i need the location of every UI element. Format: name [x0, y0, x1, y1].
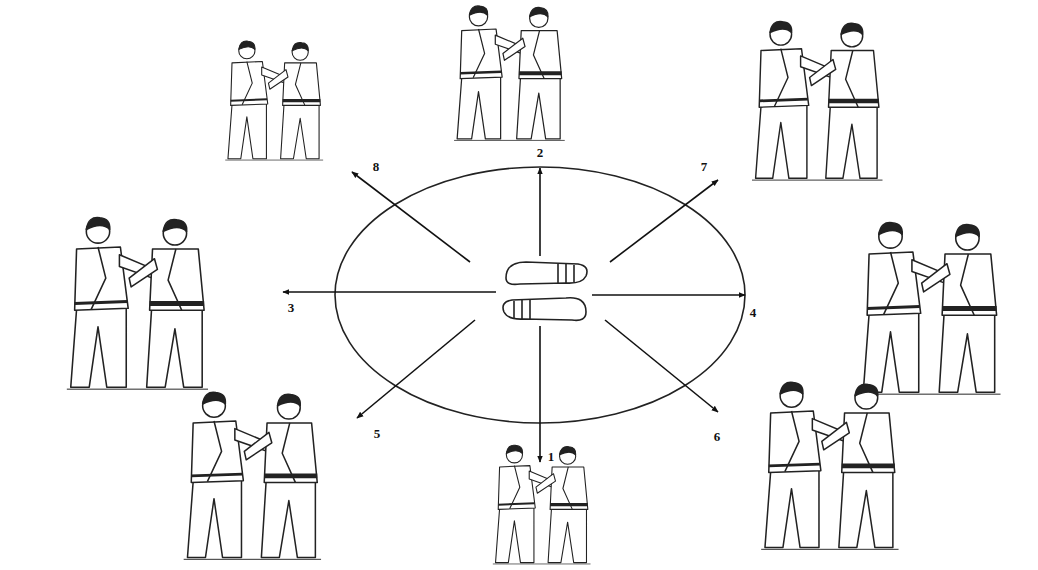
- hands-symbol: [503, 262, 587, 320]
- judoka-pair: [493, 445, 591, 564]
- judoka-pair: [67, 218, 208, 390]
- judoka-pair: [225, 41, 323, 160]
- judoka-pair: [761, 382, 898, 549]
- callout-number: 3: [287, 301, 296, 314]
- callout-number: 8: [372, 160, 381, 173]
- callout-number: 6: [713, 430, 722, 443]
- callout-number: 5: [373, 427, 382, 440]
- callout-number: 4: [749, 306, 758, 319]
- judoka-pair: [752, 21, 883, 180]
- judoka-pair: [184, 392, 321, 559]
- callout-number: 7: [700, 160, 709, 173]
- callout-number: 2: [536, 146, 545, 159]
- judoka-pair: [454, 6, 565, 141]
- direction-arrow: [283, 168, 745, 462]
- judoka-pair: [859, 223, 1000, 395]
- callout-number: 1: [547, 450, 556, 463]
